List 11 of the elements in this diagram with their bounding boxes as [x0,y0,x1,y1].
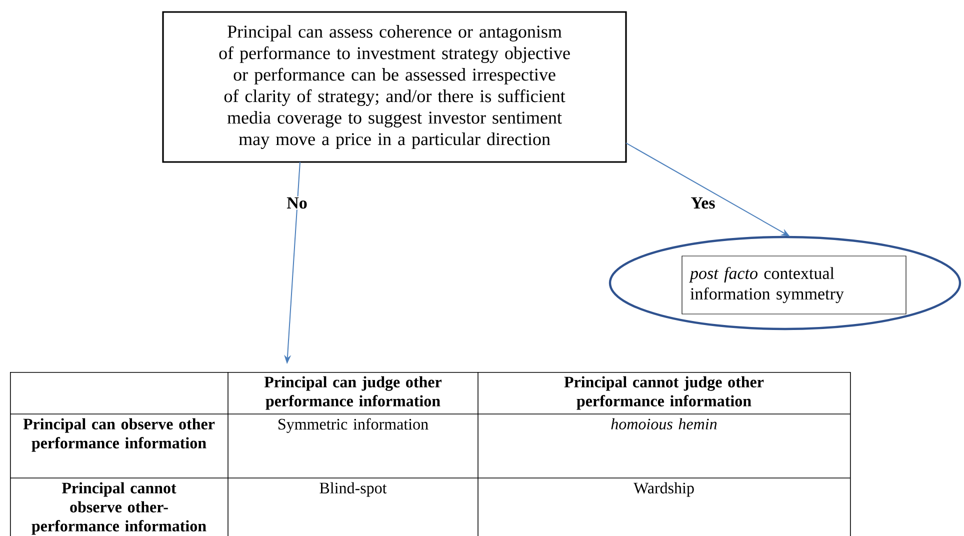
table-cell: homoious hemin [611,418,717,430]
row-header-cell: Principal cannot observe other-performance information [32,482,206,535]
table-cell: Blind-spot [320,482,387,497]
text-box: post facto contextual information symmetry [682,256,906,314]
table-cell: Wardship [634,482,694,497]
header-cell: Principal can judge other performance information [264,376,442,410]
table-cell: Symmetric information [278,418,428,433]
text-box: Principal can assess coherence or antagonism of performance to investment strategy objective or performance can be assessed irrespective of clarity of strategy; and/or there is sufficient media coverage to suggest investor sentiment may move a price in a particular direction [162,11,627,163]
edge-label: Yes [691,197,715,209]
edge-label: No [286,197,307,209]
row-header-cell: Principal can observe other performance information [23,418,215,452]
